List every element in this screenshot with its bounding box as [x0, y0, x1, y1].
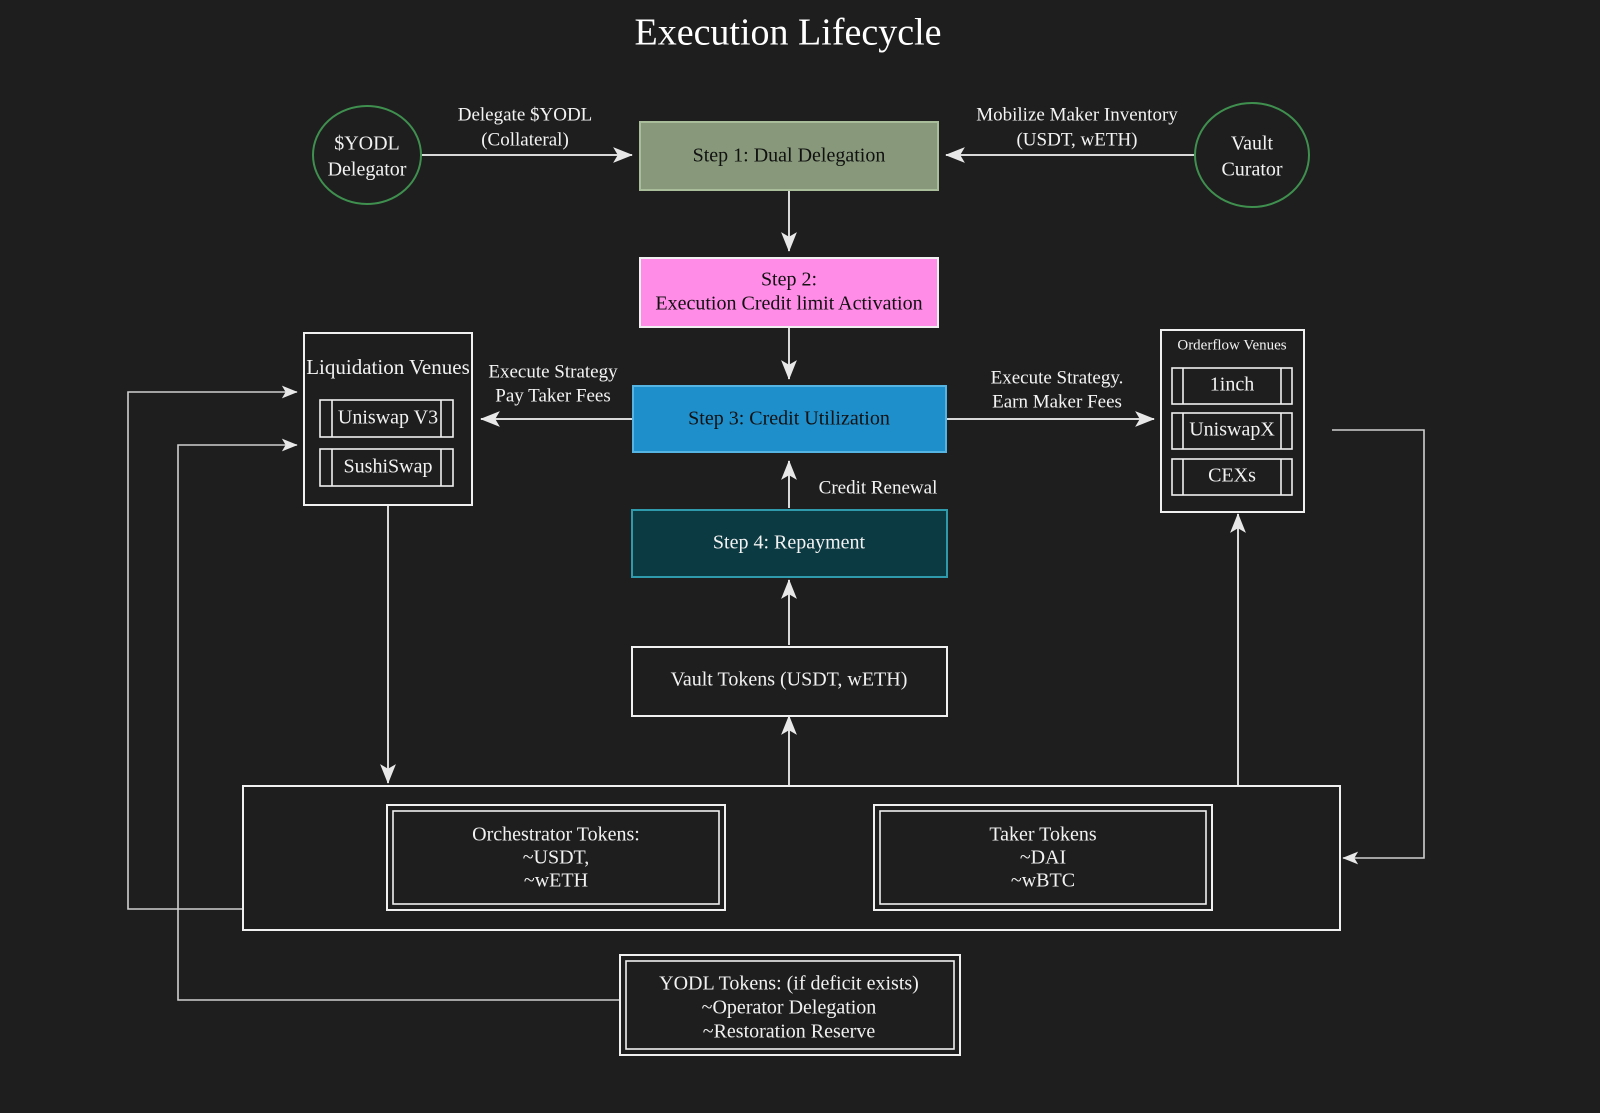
execute-taker-line-1: Execute Strategy	[488, 361, 618, 382]
step-2-box	[639, 257, 939, 328]
yodl-tokens-inner	[625, 960, 955, 1050]
step-2-label-1: Step 2:	[761, 269, 817, 291]
delegate-yodl-line-2: (Collateral)	[481, 129, 569, 150]
actor-yodl-delegator[interactable]: $YODL Delegator	[312, 105, 422, 205]
taker-tokens-line-3: ~wBTC	[1011, 870, 1075, 892]
orchestrator-tokens-line-1: Orchestrator Tokens:	[472, 824, 640, 846]
oneinch-label: 1inch	[1210, 374, 1254, 396]
yodl-delegator-label-2: Delegator	[328, 159, 407, 181]
taker-tokens-line-1: Taker Tokens	[989, 824, 1097, 846]
orderflow-venues-title: Orderflow Venues	[1177, 337, 1286, 353]
venue-item-cexs[interactable]: CEXs	[1171, 458, 1293, 496]
page-title: Execution Lifecycle	[634, 12, 941, 54]
mobilize-line-1: Mobilize Maker Inventory	[976, 104, 1178, 125]
vault-tokens-label: Vault Tokens (USDT, wETH)	[671, 669, 908, 691]
step-1-box	[639, 121, 939, 191]
connector-pools-feedback-to-liquidation	[127, 385, 298, 910]
step-3-label: Step 3: Credit Utilization	[688, 408, 890, 430]
yodl-delegator-label-1: $YODL	[334, 133, 400, 155]
yodl-tokens-line-1: YODL Tokens: (if deficit exists)	[659, 973, 919, 995]
edge-label-mobilize-maker-inventory: Mobilize Maker Inventory (USDT, wETH)	[976, 104, 1178, 150]
delegate-yodl-line-1: Delegate $YODL	[458, 104, 593, 125]
venue-item-uniswap-v3[interactable]: Uniswap V3	[319, 399, 454, 438]
node-step-1[interactable]: Step 1: Dual Delegation	[639, 121, 939, 191]
orchestrator-tokens-inner	[392, 810, 720, 905]
mobilize-line-2: (USDT, wETH)	[1016, 129, 1137, 150]
venue-item-1inch[interactable]: 1inch	[1171, 367, 1293, 405]
edge-label-execute-strategy-maker: Execute Strategy. Earn Maker Fees	[991, 367, 1124, 412]
execute-taker-line-2: Pay Taker Fees	[495, 385, 610, 406]
cexs-box	[1171, 458, 1293, 496]
group-orderflow-venues[interactable]: Orderflow Venues 1inch UniswapX CEXs	[1160, 329, 1305, 513]
taker-tokens-line-2: ~DAI	[1020, 847, 1066, 869]
uniswap-v3-label: Uniswap V3	[338, 407, 438, 429]
uniswapx-box	[1171, 412, 1293, 450]
vault-curator-ellipse	[1194, 102, 1310, 208]
node-orchestrator-tokens[interactable]: Orchestrator Tokens: ~USDT, ~wETH	[386, 804, 726, 911]
sushiswap-box	[319, 448, 454, 487]
vault-curator-label-1: Vault	[1231, 133, 1274, 155]
yodl-tokens-line-3: ~Restoration Reserve	[703, 1021, 876, 1043]
liquidation-venues-title: Liquidation Venues	[306, 355, 470, 379]
step-1-label: Step 1: Dual Delegation	[693, 145, 886, 167]
node-step-3[interactable]: Step 3: Credit Utilization	[632, 385, 947, 453]
liquidation-venues-box	[303, 332, 473, 506]
step-3-box	[632, 385, 947, 453]
step-4-label: Step 4: Repayment	[713, 532, 866, 554]
node-step-4[interactable]: Step 4: Repayment	[631, 509, 948, 578]
uniswapx-label: UniswapX	[1189, 419, 1275, 441]
node-yodl-tokens[interactable]: YODL Tokens: (if deficit exists) ~Operat…	[619, 954, 961, 1056]
orchestrator-tokens-outer	[386, 804, 726, 911]
token-pools-container	[242, 785, 1341, 931]
edge-label-credit-renewal: Credit Renewal	[819, 477, 938, 498]
connector-layer	[127, 147, 1425, 1001]
execute-maker-line-1: Execute Strategy.	[991, 367, 1124, 388]
connector-orderflow-feedback-to-pools	[1332, 429, 1425, 865]
group-token-pools: Orchestrator Tokens: ~USDT, ~wETH Taker …	[242, 785, 1341, 931]
orchestrator-tokens-line-3: ~wETH	[524, 870, 588, 892]
actor-vault-curator[interactable]: Vault Curator	[1194, 102, 1310, 208]
yodl-tokens-outer	[619, 954, 961, 1056]
orderflow-venues-box	[1160, 329, 1305, 513]
venue-item-sushiswap[interactable]: SushiSwap	[319, 448, 454, 487]
cexs-label: CEXs	[1208, 465, 1256, 487]
edge-label-execute-strategy-taker: Execute Strategy Pay Taker Fees	[488, 361, 618, 406]
yodl-tokens-line-2: ~Operator Delegation	[702, 997, 877, 1019]
yodl-delegator-ellipse	[312, 105, 422, 205]
node-step-2[interactable]: Step 2: Execution Credit limit Activatio…	[639, 257, 939, 328]
connector-yodltokens-feedback-to-liquidation	[177, 438, 620, 1001]
edge-label-delegate-yodl: Delegate $YODL (Collateral)	[458, 104, 593, 150]
node-vault-tokens[interactable]: Vault Tokens (USDT, wETH)	[631, 646, 948, 717]
oneinch-box	[1171, 367, 1293, 405]
step-4-box	[631, 509, 948, 578]
taker-tokens-outer	[873, 804, 1213, 911]
step-2-label-2: Execution Credit limit Activation	[655, 293, 922, 315]
vault-tokens-box	[631, 646, 948, 717]
venue-item-uniswapx[interactable]: UniswapX	[1171, 412, 1293, 450]
orchestrator-tokens-line-2: ~USDT,	[523, 847, 590, 869]
vault-curator-label-2: Curator	[1221, 159, 1282, 181]
sushiswap-label: SushiSwap	[344, 456, 433, 478]
node-taker-tokens[interactable]: Taker Tokens ~DAI ~wBTC	[873, 804, 1213, 911]
group-liquidation-venues[interactable]: Liquidation Venues Uniswap V3 SushiSwap	[303, 332, 473, 506]
taker-tokens-inner	[879, 810, 1207, 905]
execute-maker-line-2: Earn Maker Fees	[992, 391, 1122, 412]
uniswap-v3-box	[319, 399, 454, 438]
